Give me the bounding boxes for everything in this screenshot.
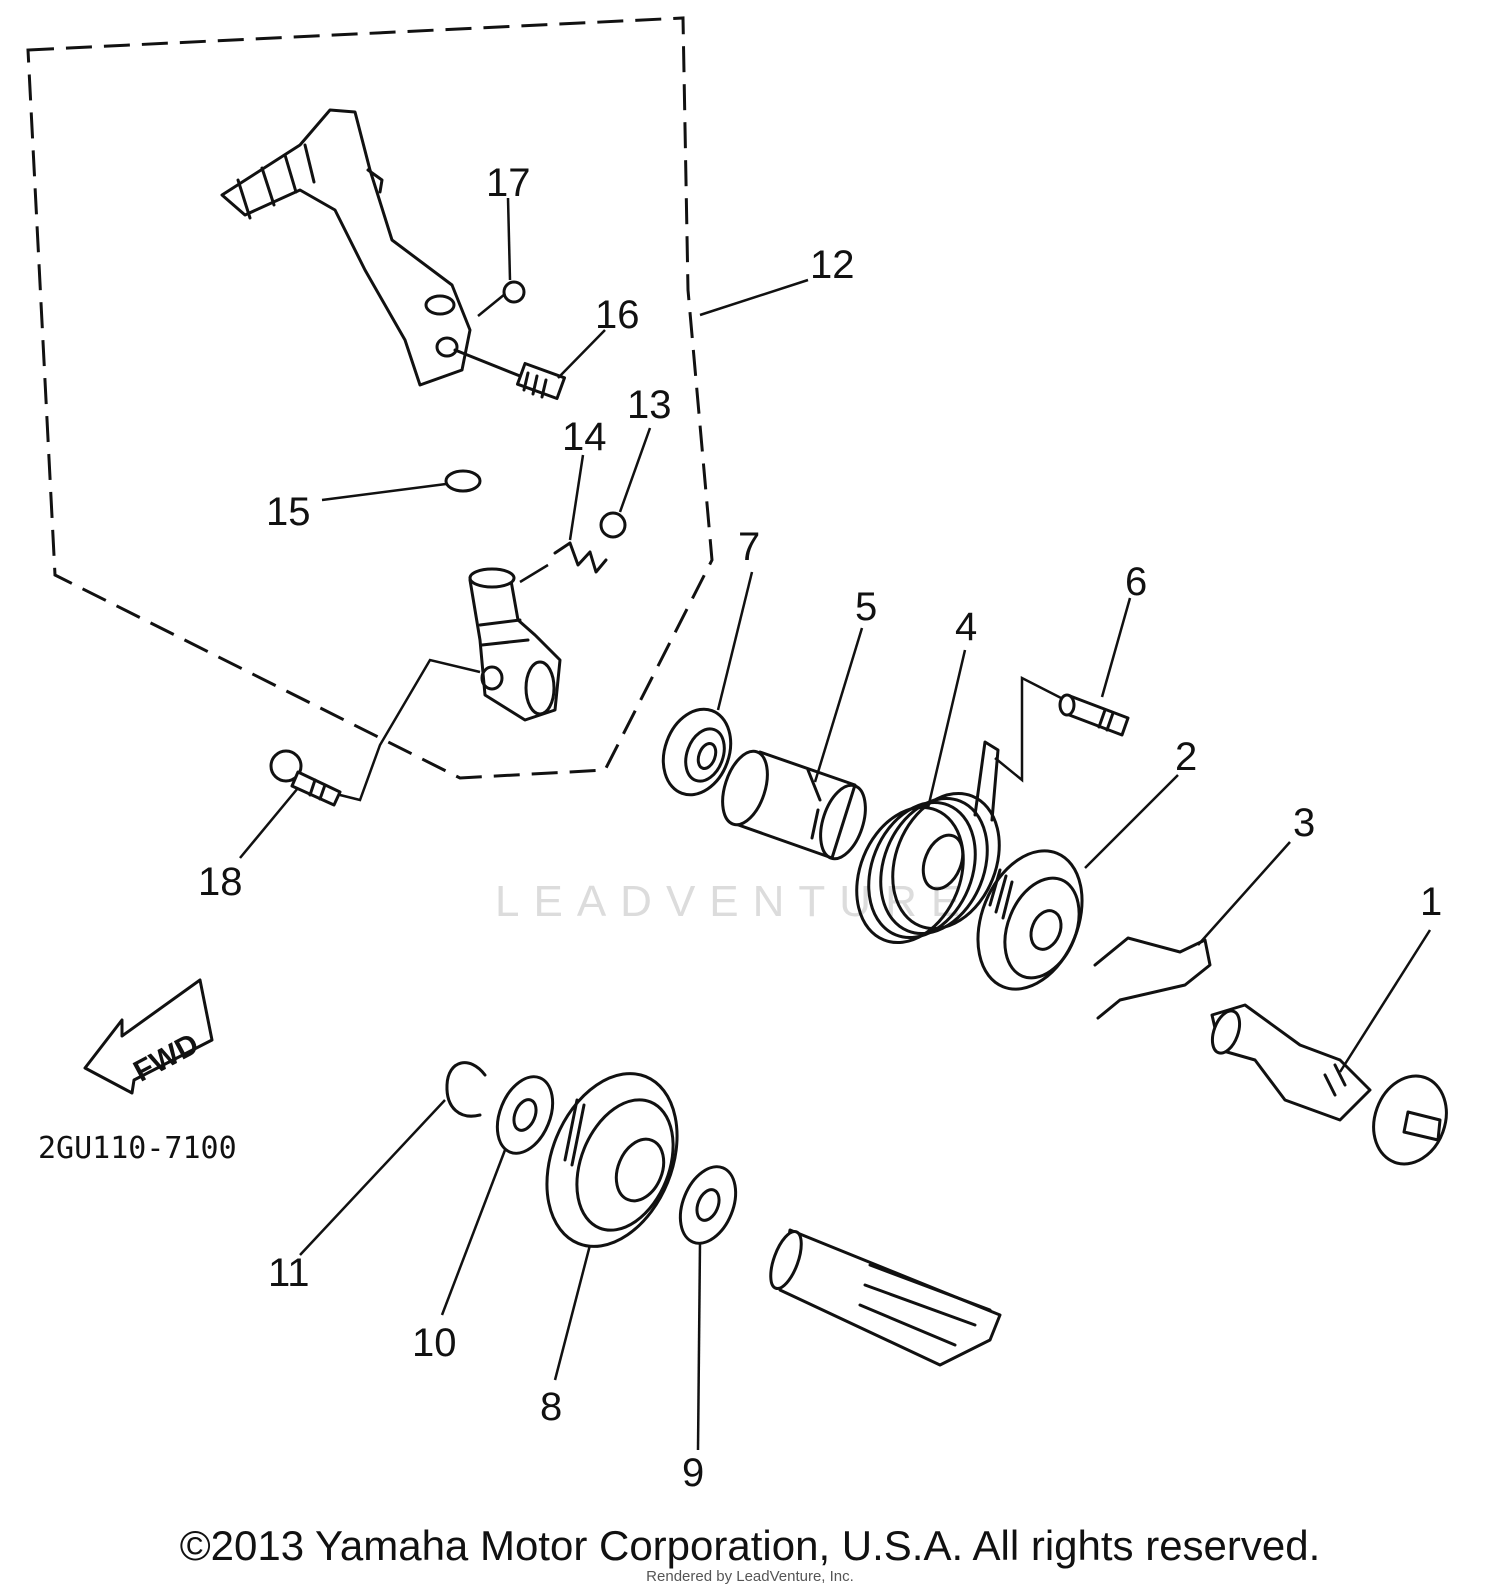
part-17-ball [502,280,526,304]
part-10-washer [495,1075,555,1155]
part-3-clip [1093,936,1212,1020]
part-number-code: 2GU110-7100 [38,1131,237,1166]
part-7-washer [661,707,733,797]
kick-crank-lever [220,108,472,387]
part-13-ball [599,511,627,539]
part-5-collar [721,749,867,861]
part-6-pin [1058,693,1130,737]
callout-18: 18 [198,860,243,904]
callout-3: 3 [1293,801,1315,845]
callout-5: 5 [855,585,877,629]
callout-11: 11 [268,1251,310,1295]
callout-9: 9 [682,1451,704,1495]
callout-16: 16 [595,293,640,337]
part-15-oring [444,469,482,493]
kick-boss [468,567,562,722]
part-8-idler-gear [545,1072,679,1248]
callout-7: 7 [738,525,760,569]
callout-17: 17 [486,161,531,205]
rendered-by-credit: Rendered by LeadVenture, Inc. [646,1568,854,1585]
callout-6: 6 [1125,560,1147,604]
callout-8: 8 [540,1385,562,1429]
idler-shaft [769,1228,1002,1367]
part-4-torsion-spring [855,740,1001,945]
part-14-spring [553,541,608,574]
callout-14: 14 [562,415,607,459]
callout-2: 2 [1175,735,1197,779]
callout-13: 13 [627,383,672,427]
callout-12: 12 [810,243,855,287]
part-2-kick-gear [976,849,1084,991]
callout-15: 15 [266,490,311,534]
part-16-bolt [453,348,566,401]
callout-4: 4 [955,605,977,649]
part-18-bolt [269,749,342,807]
watermark-text: LEADVENTURE [495,877,974,926]
callout-10: 10 [412,1321,457,1365]
part-9-washer [678,1165,738,1245]
part-1-kick-axle [1210,1003,1448,1166]
part-11-circlip [445,1061,487,1118]
kick-crank-assembly-boundary [26,16,714,780]
copyright-notice: ©2013 Yamaha Motor Corporation, U.S.A. A… [179,1522,1321,1569]
forward-direction-arrow: FWD [83,978,214,1095]
callout-1: 1 [1420,880,1442,924]
